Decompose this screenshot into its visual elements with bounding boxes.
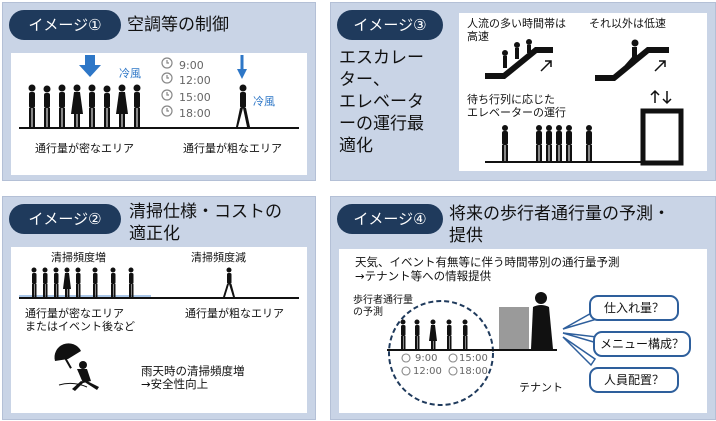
clock-icon (401, 366, 411, 376)
time-label: 15:00 (179, 91, 211, 104)
person-icon (31, 267, 37, 297)
person-icon (236, 84, 250, 127)
person-icon (110, 267, 116, 297)
clock-icon (161, 57, 173, 69)
panel-escalator: イメージ③ エスカレー ター、 エレベータ ーの運行最 適化 人流の多い時間帯は… (330, 2, 716, 181)
person-icon (63, 267, 71, 297)
time-label: 18:00 (459, 366, 488, 377)
panel-title: 清掃仕様・コストの適正化 (129, 202, 282, 244)
time-label: 9:00 (415, 353, 438, 364)
escalator-slow-icon (595, 39, 669, 81)
person-icon (103, 85, 111, 127)
person-icon (133, 84, 141, 127)
shopkeeper-icon (531, 292, 553, 349)
queue-crowd (502, 125, 592, 161)
elevator-icon (640, 89, 684, 166)
ground-line (387, 349, 557, 351)
panel-illustration: 清掃頻度増 清掃頻度減 通行量が密なエリアまたはイベント後など 通行量が粗なエリ… (11, 247, 307, 413)
person-icon (58, 84, 66, 127)
badge: イメージ③ (337, 10, 443, 40)
person-icon (116, 84, 128, 127)
freq-down-label: 清掃頻度減 (191, 251, 246, 264)
callout-menu: メニュー構成？ (593, 331, 691, 357)
person-icon (53, 267, 59, 297)
badge: イメージ② (9, 204, 121, 234)
panel-forecast: イメージ④ 将来の歩行者通行量の予測・提供 天気、イベント有無等に伴う時間帯別の… (330, 196, 716, 420)
freq-up-label: 清掃頻度増 (51, 251, 106, 264)
panel-cleaning: イメージ② 清掃仕様・コストの適正化 清掃頻度増 清掃頻度減 通行量が密なエリア… (2, 196, 316, 420)
crowd-forecast (400, 319, 468, 349)
callout-staffing: 人員配置？ (589, 367, 679, 393)
person-icon (75, 267, 81, 297)
person-icon (462, 319, 468, 349)
caption-dense: 通行量が密なエリア (35, 142, 134, 155)
ground-line (19, 127, 299, 129)
fan-label-left: 冷風 (119, 67, 141, 80)
forecast-subtitle: 天気、イベント有無等に伴う時間帯別の通行量予測→テナント等への情報提供 (355, 255, 620, 283)
person-icon (400, 319, 406, 349)
airflow-arrow-strong (79, 55, 101, 77)
tenant-building (499, 307, 529, 349)
badge: イメージ① (9, 10, 121, 40)
badge: イメージ④ (337, 204, 443, 234)
clock-icon (161, 89, 173, 101)
clock-icon (448, 366, 458, 376)
crowd-dense (28, 84, 141, 127)
forecast-circle (388, 300, 494, 406)
time-label: 12:00 (413, 366, 442, 377)
tenant-label: テナント (519, 381, 563, 394)
person-icon (42, 267, 48, 297)
queue-label: 待ち行列に応じたエレベーターの運行 (467, 93, 566, 119)
clock-icons (161, 57, 173, 117)
person-icon (429, 319, 437, 349)
panel-illustration: 人流の多い時間帯は高速 それ以外は低速 待ち行列に応じたエレベーターの運行 (459, 13, 707, 171)
time-label: 12:00 (179, 74, 211, 87)
callout-stock: 仕入れ量？ (589, 295, 679, 321)
person-icon (446, 319, 452, 349)
panel-illustration: 天気、イベント有無等に伴う時間帯別の通行量予測→テナント等への情報提供 歩行者通… (339, 249, 707, 413)
clock-icons (401, 353, 458, 376)
person-icon (566, 125, 572, 161)
person-icon (28, 84, 36, 127)
rain-note: 雨天時の清掃頻度増→安全性向上 (141, 364, 245, 391)
time-label: 15:00 (459, 353, 488, 364)
person-icon (586, 125, 592, 161)
airflow-arrow-weak (237, 55, 247, 79)
forecast-label: 歩行者通行量の予測 (353, 295, 413, 318)
person-icon (536, 125, 542, 161)
ground-line (485, 161, 645, 163)
escalator-fast-icon (485, 39, 553, 79)
clock-icon (401, 353, 411, 363)
caption-dense: 通行量が密なエリアまたはイベント後など (25, 307, 135, 333)
person-icon (546, 125, 552, 161)
crowd-dense (31, 267, 134, 297)
person-icon (128, 267, 134, 297)
time-label: 18:00 (179, 107, 211, 120)
person-icon (223, 267, 235, 297)
busy-label: 人流の多い時間帯は高速 (467, 17, 566, 43)
panel-illustration: 冷風 9:00 12:00 15:00 18:00 冷風 通行量が密なエリア 通… (11, 53, 307, 175)
person-icon (92, 267, 98, 297)
panel-title: エスカレー ター、 エレベータ ーの運行最 適化 (339, 48, 424, 156)
panel-title: 空調等の制御 (127, 15, 229, 35)
person-icon (43, 85, 51, 127)
person-icon (556, 125, 562, 161)
clock-icon (448, 353, 458, 363)
caption-sparse: 通行量が粗なエリア (185, 307, 284, 320)
fan-label-right: 冷風 (253, 95, 275, 108)
caption-sparse: 通行量が粗なエリア (183, 142, 282, 155)
panel-title: 将来の歩行者通行量の予測・提供 (449, 204, 670, 246)
other-label: それ以外は低速 (589, 17, 666, 30)
time-label: 9:00 (179, 59, 204, 72)
clock-icon (161, 72, 173, 84)
umbrella-slip-icon (54, 343, 99, 391)
clock-icon (161, 105, 173, 117)
person-icon (414, 319, 420, 349)
ground-line (19, 297, 299, 299)
person-icon (71, 84, 83, 127)
person-icon (88, 84, 96, 127)
panel-hvac: イメージ① 空調等の制御 冷風 (2, 2, 316, 181)
person-icon (502, 125, 508, 161)
